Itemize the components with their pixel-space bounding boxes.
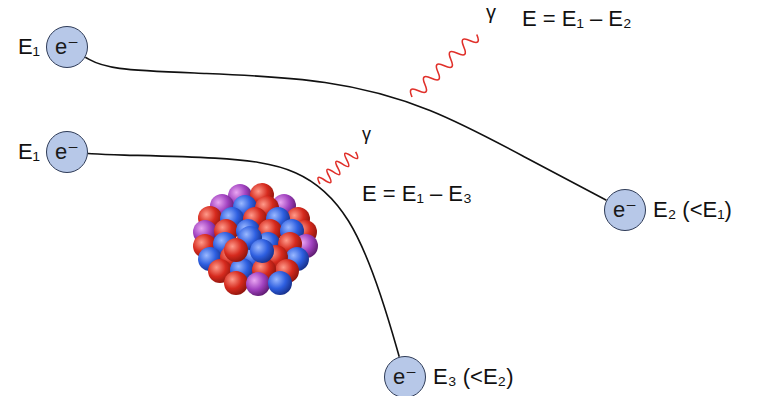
energy-label: E₁ xyxy=(18,34,40,60)
photon-symbol: γ xyxy=(360,124,373,146)
energy-label: E₁ xyxy=(18,139,40,165)
nucleon xyxy=(246,272,270,296)
electron-trajectory xyxy=(88,153,399,356)
nucleon xyxy=(250,239,274,263)
particle-symbol: e⁻ xyxy=(613,199,637,221)
particle-symbol: e⁻ xyxy=(393,366,417,388)
photon-energy: E = E₁ – E₃ xyxy=(360,181,474,207)
photon-symbol: γ xyxy=(484,0,498,24)
photon-wave xyxy=(408,30,481,101)
photon-energy: E = E₁ – E₂ xyxy=(520,6,634,32)
nucleon xyxy=(224,238,248,262)
photon-wave xyxy=(316,147,360,188)
nucleus xyxy=(193,183,318,296)
energy-label: E₃ (<E₂) xyxy=(433,364,513,390)
nucleon xyxy=(224,271,248,295)
nucleon xyxy=(268,271,292,295)
energy-label: E₂ (<E₁) xyxy=(653,197,732,223)
electron-circle: E₁e⁻ xyxy=(46,131,88,173)
electron-circle: e⁻E₃ (<E₂) xyxy=(384,356,426,396)
electron-circle: E₁e⁻ xyxy=(46,26,88,68)
electron-circle: e⁻E₂ (<E₁) xyxy=(604,189,646,231)
particle-symbol: e⁻ xyxy=(55,36,79,58)
electron-trajectory xyxy=(85,57,606,200)
particle-symbol: e⁻ xyxy=(55,141,79,163)
